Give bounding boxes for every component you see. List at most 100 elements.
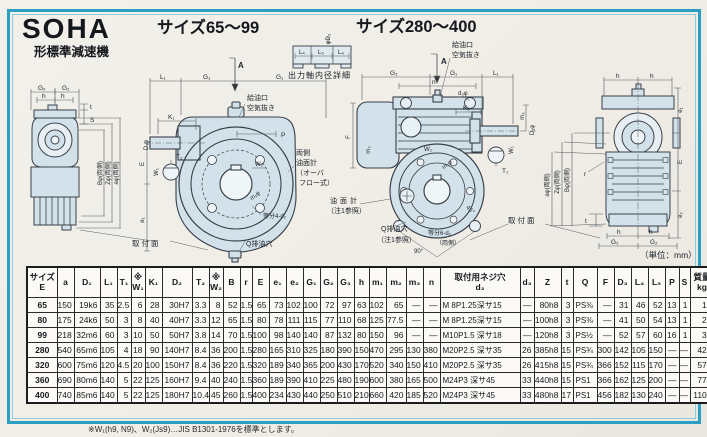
oil-gauge-label: 油面計 — [330, 196, 360, 205]
table-cell: 175 — [56, 312, 75, 328]
table-cell: 10 — [130, 327, 146, 343]
table-cell: 57 — [630, 327, 649, 343]
table-cell: 385h8 — [533, 342, 562, 358]
table-cell: 189 — [268, 372, 287, 388]
table-cell: 45 — [208, 387, 224, 404]
dim-label-t1: T₁ — [502, 168, 509, 175]
table-cell: 77.5 — [385, 312, 407, 328]
table-cell: 18 — [130, 342, 146, 358]
table-cell: 14 — [208, 327, 224, 343]
table-cell: 600 — [368, 372, 387, 388]
table-cell: 98 — [268, 327, 287, 343]
table-cell: 200 — [222, 342, 241, 358]
table-cell: 40 — [144, 312, 163, 328]
table-cell: PS¾ — [572, 357, 598, 373]
table-cell: 4 — [116, 342, 132, 358]
table-cell: 470 — [368, 342, 387, 358]
table-cell: 3 — [116, 327, 132, 343]
table-cell: PS⅜ — [572, 297, 598, 313]
dim-label-b-both-sides: Bφ(両側) — [96, 161, 104, 185]
dim-label-g2: G₂ — [62, 85, 70, 92]
dim-label-e2: e₂ — [678, 211, 684, 217]
size-cell: 360 — [26, 372, 58, 388]
angle-45-label: 45° — [464, 205, 475, 216]
size-cell: 99 — [26, 327, 58, 343]
table-cell: 140H7 — [161, 342, 193, 358]
dim-label-f: F — [346, 135, 352, 139]
table-cell: 200 — [647, 372, 666, 388]
table-cell: 130 — [630, 387, 649, 404]
dim-label-g2: G₂ — [38, 85, 46, 92]
table-cell: 440 — [302, 387, 321, 404]
column-header: 取付用ネジ穴 d₂ — [439, 266, 521, 298]
table-cell: 200 — [319, 357, 338, 373]
table-cell: 170 — [353, 357, 370, 373]
size-cell: 280 — [26, 342, 58, 358]
page-frame — [7, 9, 701, 424]
table-cell: 65m6 — [73, 342, 101, 358]
table-cell: 366 — [596, 372, 615, 388]
size-range-title-large: サイズ280～400 — [356, 18, 477, 36]
table-cell: 210 — [353, 387, 370, 404]
column-header: r — [239, 266, 253, 298]
dim-label-g1: G₁ — [450, 70, 458, 77]
table-cell: 165 — [405, 372, 424, 388]
table-cell: 80 — [251, 312, 270, 328]
dim-label-k1: K₁ — [463, 105, 470, 112]
table-cell: PS1 — [572, 372, 598, 388]
dim-label-w1: W₁ — [154, 168, 160, 176]
table-cell: 15 — [560, 372, 574, 388]
table-cell: 189 — [268, 357, 287, 373]
table-cell: 33 — [519, 372, 535, 388]
column-header: D₁ — [73, 266, 101, 298]
table-cell: 150 — [647, 342, 666, 358]
dim-label-g2: G₂ — [611, 239, 619, 246]
table-cell: 2.5 — [116, 297, 132, 313]
size-cell: 320 — [26, 357, 58, 373]
dim-label-e: E — [140, 162, 146, 166]
table-cell: 3 — [116, 312, 132, 328]
table-cell: 240 — [647, 387, 666, 404]
table-cell: 102 — [368, 297, 387, 313]
table-cell: 16 — [664, 327, 680, 343]
table-cell: 75m6 — [73, 357, 101, 373]
see-note1-label: （注1参照） — [377, 235, 416, 244]
table-cell: 225 — [319, 372, 338, 388]
table-cell: 500 — [422, 372, 441, 388]
dim-label-b-both-sides: Bφ(両側) — [563, 168, 571, 192]
dim-label-g1: G₁ — [203, 74, 211, 81]
mounting-face-label: 取付面 — [132, 238, 161, 248]
table-cell: 100h8 — [533, 312, 562, 328]
table-cell: — — [664, 342, 680, 358]
table-cell: 8 — [130, 312, 146, 328]
table-cell: 365 — [302, 357, 321, 373]
table-cell: 3.3 — [191, 312, 210, 328]
table-cell: — — [678, 387, 691, 404]
size-cell: 65 — [26, 297, 58, 313]
table-cell: 36 — [208, 357, 224, 373]
table-cell: 111 — [285, 312, 304, 328]
table-cell: 28 — [144, 297, 163, 313]
table-cell: — — [596, 297, 615, 313]
dim-label-a-both-sides: aφ(両側) — [543, 173, 551, 196]
column-header: S — [678, 266, 691, 298]
size-cell: 400 — [26, 387, 58, 404]
table-cell: 152 — [613, 357, 632, 373]
column-header: a — [56, 266, 75, 298]
table-cell: — — [664, 357, 680, 373]
table-cell: 260 — [222, 387, 241, 404]
table-cell: 1.5 — [239, 297, 253, 313]
table-cell: — — [405, 297, 424, 313]
table-cell: 390 — [285, 372, 304, 388]
table-cell: 390 — [336, 342, 355, 358]
see-note1-label: （注1参照） — [327, 206, 366, 215]
table-cell: 600 — [56, 357, 75, 373]
table-cell: 4.5 — [116, 357, 132, 373]
column-header: m₁ — [368, 266, 387, 298]
table-cell: PS¾ — [572, 342, 598, 358]
table-cell: 770 — [689, 372, 707, 388]
